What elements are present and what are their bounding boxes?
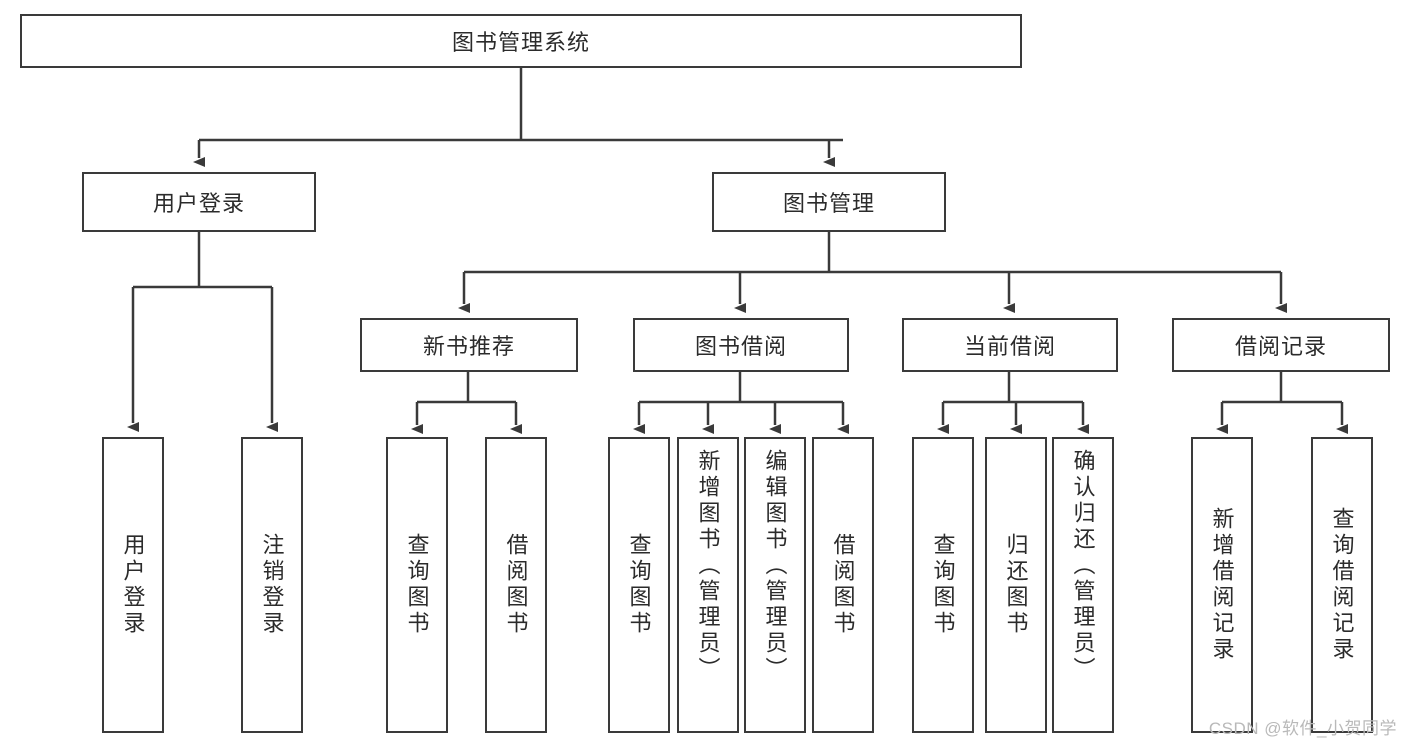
node-book-management[interactable]: 图书管理 [712,172,946,232]
node-new-book-recommend[interactable]: 新书推荐 [360,318,578,372]
leaf-label: 借阅图书 [503,533,529,637]
node-leaf-borrow-book-new[interactable]: 借阅图书 [485,437,547,733]
node-root-label: 图书管理系统 [451,30,590,55]
node-user-login-label: 用户登录 [152,191,245,216]
node-borrow-record[interactable]: 借阅记录 [1172,318,1390,372]
node-leaf-return-book[interactable]: 归还图书 [985,437,1047,733]
leaf-label: 借阅图书 [830,533,856,637]
leaf-label: 查询图书 [626,533,652,637]
leaf-label: 归还图书 [1003,533,1029,637]
node-leaf-query-book-current[interactable]: 查询图书 [912,437,974,733]
csdn-watermark: CSDN @软件_小贺同学 [1208,719,1397,738]
node-current-borrow[interactable]: 当前借阅 [902,318,1118,372]
node-book-borrow-label: 图书借阅 [694,334,787,359]
node-user-login[interactable]: 用户登录 [82,172,316,232]
leaf-label: 确认归还（管理员） [1070,449,1096,683]
node-leaf-query-borrow-record[interactable]: 查询借阅记录 [1311,437,1373,733]
node-leaf-add-borrow-record[interactable]: 新增借阅记录 [1191,437,1253,733]
leaf-label: 新增图书（管理员） [695,449,721,683]
node-leaf-confirm-return-admin[interactable]: 确认归还（管理员） [1052,437,1114,733]
leaf-label: 查询图书 [404,533,430,637]
node-leaf-user-login[interactable]: 用户登录 [102,437,164,733]
leaf-label: 查询借阅记录 [1329,507,1355,663]
node-leaf-edit-book-admin[interactable]: 编辑图书（管理员） [744,437,806,733]
leaf-label: 新增借阅记录 [1209,507,1235,663]
node-leaf-borrow-book[interactable]: 借阅图书 [812,437,874,733]
node-leaf-query-book-borrow[interactable]: 查询图书 [608,437,670,733]
node-leaf-query-book-new[interactable]: 查询图书 [386,437,448,733]
node-root[interactable]: 图书管理系统 [20,14,1022,68]
node-borrow-record-label: 借阅记录 [1234,334,1327,359]
leaf-label: 查询图书 [930,533,956,637]
node-leaf-logout[interactable]: 注销登录 [241,437,303,733]
node-current-borrow-label: 当前借阅 [963,334,1056,359]
leaf-label: 注销登录 [259,533,285,637]
node-leaf-add-book-admin[interactable]: 新增图书（管理员） [677,437,739,733]
node-book-management-label: 图书管理 [782,191,875,216]
leaf-label: 用户登录 [120,533,146,637]
leaf-label: 编辑图书（管理员） [762,449,788,683]
node-book-borrow[interactable]: 图书借阅 [633,318,849,372]
node-new-book-recommend-label: 新书推荐 [422,334,515,359]
